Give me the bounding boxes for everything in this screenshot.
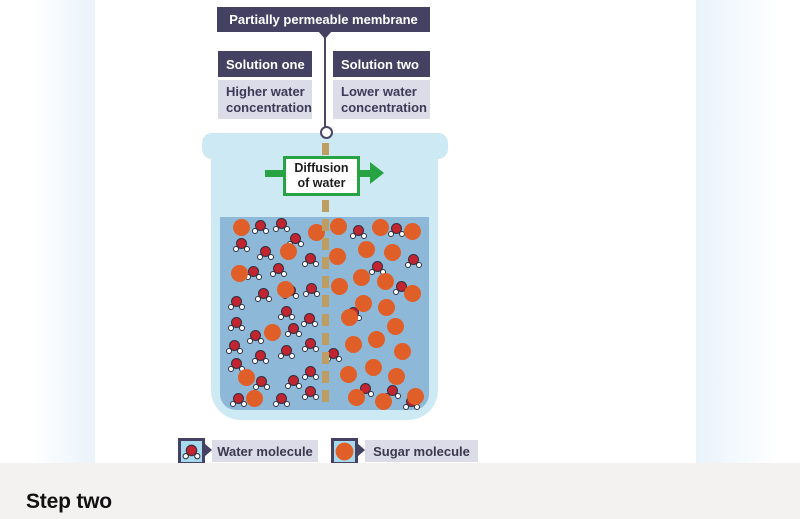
water-molecule bbox=[278, 306, 295, 320]
membrane-label: Partially permeable membrane bbox=[217, 7, 430, 32]
water-molecule-glyph bbox=[182, 444, 201, 459]
water-molecule bbox=[253, 376, 270, 390]
water-molecule bbox=[252, 220, 269, 234]
water-molecule bbox=[388, 223, 405, 237]
sugar-molecule bbox=[364, 358, 382, 376]
sugar-molecule bbox=[357, 240, 375, 258]
membrane-connector-line bbox=[324, 36, 326, 127]
water-molecule bbox=[285, 323, 302, 337]
water-molecule bbox=[270, 263, 287, 277]
sugar-molecule-glyph bbox=[335, 442, 354, 461]
water-molecule bbox=[257, 246, 274, 260]
diffusion-arrow-shaft-left bbox=[265, 170, 283, 177]
sugar-molecule bbox=[347, 388, 365, 406]
water-molecule-icon bbox=[178, 438, 205, 465]
sugar-molecule bbox=[352, 268, 370, 286]
legend-pointer-icon bbox=[357, 443, 365, 457]
solution-one-header: Solution one bbox=[218, 51, 312, 77]
water-molecule bbox=[226, 340, 243, 354]
legend-label-water: Water molecule bbox=[212, 440, 318, 462]
sugar-molecule bbox=[376, 272, 394, 290]
sugar-molecule bbox=[276, 280, 294, 298]
water-molecule bbox=[278, 345, 295, 359]
sugar-molecule bbox=[232, 218, 250, 236]
water-molecule bbox=[228, 317, 245, 331]
sugar-molecule bbox=[403, 222, 421, 240]
water-molecule bbox=[273, 393, 290, 407]
water-molecule bbox=[245, 266, 262, 280]
adjacent-slide-edge-left bbox=[30, 0, 95, 463]
sugar-molecule bbox=[403, 284, 421, 302]
sugar-molecule bbox=[237, 368, 255, 386]
water-molecule bbox=[350, 225, 367, 239]
sugar-molecule bbox=[344, 335, 362, 353]
sugar-molecule bbox=[383, 243, 401, 261]
water-molecule bbox=[301, 313, 318, 327]
sugar-molecule bbox=[330, 277, 348, 295]
water-molecule bbox=[405, 254, 422, 268]
sugar-molecule bbox=[371, 218, 389, 236]
sugar-molecule bbox=[307, 223, 325, 241]
water-molecule bbox=[303, 283, 320, 297]
water-molecule bbox=[285, 375, 302, 389]
sugar-molecule bbox=[393, 342, 411, 360]
solution-two-header: Solution two bbox=[333, 51, 430, 77]
legend-pointer-icon bbox=[204, 443, 212, 457]
water-molecule bbox=[302, 253, 319, 267]
sugar-molecule bbox=[354, 294, 372, 312]
sugar-molecule bbox=[339, 365, 357, 383]
sugar-molecule bbox=[340, 308, 358, 326]
diffusion-arrow-shaft-right bbox=[360, 170, 370, 177]
sugar-molecule bbox=[230, 264, 248, 282]
sugar-molecule bbox=[279, 242, 297, 260]
water-molecule bbox=[233, 238, 250, 252]
water-molecule bbox=[252, 350, 269, 364]
sugar-molecule bbox=[377, 298, 395, 316]
water-molecule bbox=[302, 386, 319, 400]
sugar-molecule bbox=[386, 317, 404, 335]
legend-label-sugar: Sugar molecule bbox=[365, 440, 478, 462]
sugar-molecule bbox=[328, 247, 346, 265]
water-molecule bbox=[255, 288, 272, 302]
sugar-molecule bbox=[263, 323, 281, 341]
water-molecule bbox=[273, 218, 290, 232]
membrane-pointer-triangle bbox=[318, 31, 332, 39]
sugar-molecule bbox=[387, 367, 405, 385]
sugar-molecule bbox=[367, 330, 385, 348]
water-molecule bbox=[228, 296, 245, 310]
diffusion-arrowhead-icon bbox=[370, 162, 384, 184]
water-molecule bbox=[230, 393, 247, 407]
water-molecule bbox=[302, 366, 319, 380]
water-molecule bbox=[302, 338, 319, 352]
adjacent-slide-edge-right bbox=[696, 0, 780, 463]
sugar-molecule-icon bbox=[331, 438, 358, 465]
water-molecule bbox=[247, 330, 264, 344]
solution-two-description: Lower water concentration bbox=[333, 80, 430, 119]
sugar-molecule bbox=[245, 389, 263, 407]
solution-one-description: Higher water concentration bbox=[218, 80, 312, 119]
sugar-molecule bbox=[374, 392, 392, 410]
footer-bar: Step two bbox=[0, 463, 800, 519]
sugar-molecule bbox=[406, 387, 424, 405]
sugar-molecule bbox=[329, 217, 347, 235]
step-title: Step two bbox=[26, 490, 112, 513]
partially-permeable-membrane-dashed-line bbox=[322, 143, 329, 409]
membrane-connector-dot bbox=[320, 126, 333, 139]
diffusion-of-water-box: Diffusion of water bbox=[283, 156, 360, 196]
